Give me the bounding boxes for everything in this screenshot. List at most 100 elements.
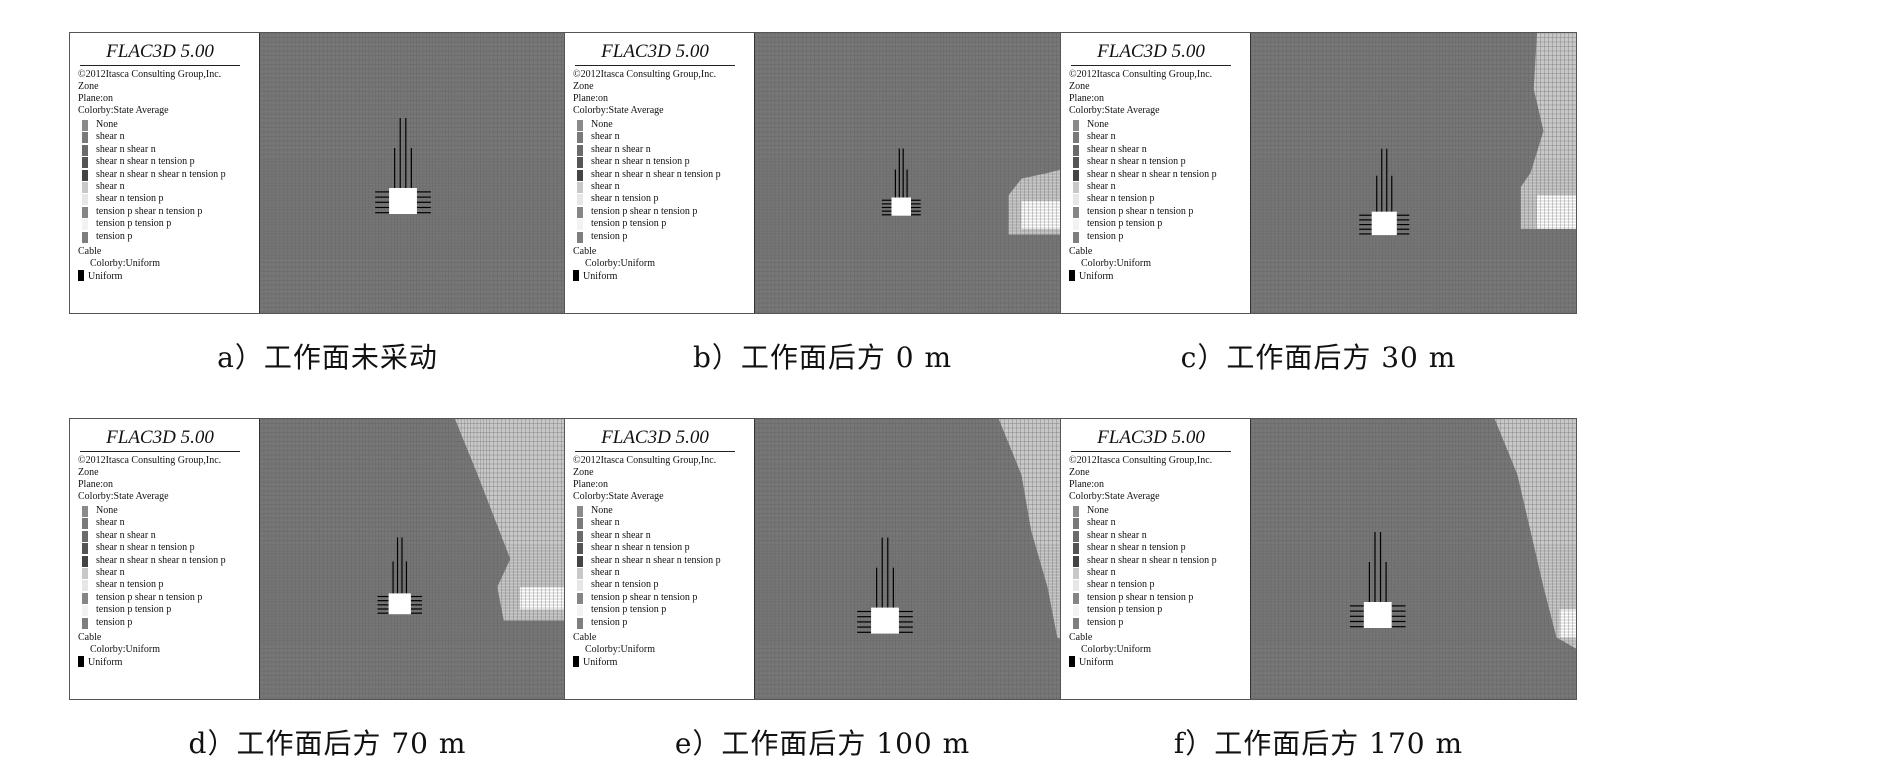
cable-bolts — [377, 537, 423, 614]
state-swatch — [1073, 120, 1079, 131]
state-swatch — [82, 120, 88, 131]
zone-plot — [754, 419, 1080, 699]
cable-swatch — [1069, 270, 1075, 282]
zone-background — [260, 33, 585, 313]
legend-state-item: None — [78, 505, 251, 517]
legend-state-item: shear n shear n — [1069, 144, 1242, 156]
legend-state-item: tension p tension p — [78, 604, 251, 617]
state-label: shear n shear n tension p — [591, 542, 690, 554]
legend-state-item: shear n shear n — [78, 144, 251, 156]
legend-state-item: shear n — [78, 131, 251, 144]
state-label: shear n shear n shear n tension p — [96, 168, 226, 180]
state-label: shear n — [591, 131, 620, 143]
state-label: None — [591, 119, 613, 130]
software-title: FLAC3D 5.00 — [1071, 41, 1231, 66]
legend-state-item: tension p tension p — [1069, 218, 1242, 231]
state-label: shear n shear n shear n tension p — [1087, 168, 1217, 180]
cable-colorby-label: Colorby:Uniform — [90, 644, 160, 656]
roadway-with-cables — [857, 537, 913, 634]
zone-grid-svg — [259, 33, 585, 313]
state-label: shear n tension p — [1087, 579, 1155, 591]
legend-state-item: shear n — [573, 567, 746, 580]
legend-state-item: tension p tension p — [573, 604, 746, 617]
simulation-panel-4: FLAC3D 5.00 ©2012Itasca Consulting Group… — [57, 386, 598, 778]
legend-state-item: shear n shear n shear n tension p — [573, 169, 746, 181]
cable-label: Cable — [573, 246, 597, 258]
state-swatch — [82, 219, 88, 231]
panel-caption: b）工作面后方 0 m — [692, 341, 953, 374]
legend-state-item: shear n shear n tension p — [1069, 542, 1242, 555]
state-label: tension p — [1087, 616, 1124, 628]
state-label: tension p tension p — [1087, 604, 1163, 616]
copyright-text: ©2012Itasca Consulting Group,Inc. — [1069, 69, 1213, 80]
state-label: shear n shear n tension p — [96, 156, 195, 168]
state-label: tension p tension p — [96, 604, 172, 616]
state-label: shear n shear n — [591, 529, 651, 541]
legend-state-item: None — [573, 119, 746, 131]
legend-state-item: tension p — [1069, 617, 1242, 629]
flac3d-plot-window: FLAC3D 5.00 ©2012Itasca Consulting Group… — [1060, 32, 1577, 314]
cable-swatch — [1069, 656, 1075, 668]
state-label: None — [1087, 505, 1109, 516]
legend-state-item: shear n shear n — [573, 144, 746, 156]
roadway-with-cables — [377, 537, 423, 615]
plane-label: Plane:on — [1069, 93, 1104, 104]
state-swatch — [577, 169, 583, 181]
state-swatch — [577, 506, 583, 517]
state-swatch — [82, 206, 88, 218]
legend-state-item: shear n shear n — [1069, 530, 1242, 542]
plane-label: Plane:on — [78, 479, 113, 490]
state-label: shear n shear n tension p — [96, 542, 195, 554]
state-label: shear n — [96, 517, 125, 529]
legend: FLAC3D 5.00 ©2012Itasca Consulting Group… — [565, 419, 755, 699]
state-label: shear n — [591, 181, 620, 193]
cable-uniform-label: Uniform — [1079, 657, 1114, 669]
cable-bolts — [1349, 532, 1406, 628]
state-swatch — [577, 580, 583, 592]
roadway-with-cables — [1359, 148, 1410, 236]
state-swatch — [82, 605, 88, 617]
legend-state-item: shear n shear n shear n tension p — [78, 169, 251, 181]
plane-label: Plane:on — [573, 93, 608, 104]
state-label: shear n shear n tension p — [1087, 542, 1186, 554]
legend-state-item: tension p shear n tension p — [78, 206, 251, 218]
flac3d-plot-window: FLAC3D 5.00 ©2012Itasca Consulting Group… — [1060, 418, 1577, 700]
state-label: tension p — [1087, 230, 1124, 242]
state-label: None — [96, 119, 118, 130]
zone-plot — [1250, 419, 1576, 699]
state-swatch — [577, 194, 583, 206]
roadway-with-cables — [1349, 532, 1406, 628]
cable-bolts — [1359, 148, 1410, 235]
colorby-label: Colorby:State Average — [78, 491, 169, 502]
legend-state-item: shear n shear n shear n tension p — [573, 555, 746, 567]
legend-state-item: shear n tension p — [573, 579, 746, 592]
flac3d-plot-window: FLAC3D 5.00 ©2012Itasca Consulting Group… — [69, 32, 586, 314]
cable-uniform-label: Uniform — [583, 271, 618, 283]
cable-uniform-entry: Uniform — [1069, 270, 1242, 283]
zone-label: Zone — [573, 81, 594, 92]
copyright-text: ©2012Itasca Consulting Group,Inc. — [78, 455, 222, 466]
legend-state-item: shear n tension p — [78, 193, 251, 206]
state-label: tension p shear n tension p — [96, 591, 203, 603]
state-label: shear n shear n — [96, 529, 156, 541]
cable-label: Cable — [573, 632, 597, 644]
zone-plot — [259, 419, 585, 699]
state-label: tension p shear n tension p — [591, 591, 698, 603]
state-swatch — [1073, 530, 1079, 542]
state-swatch — [577, 219, 583, 231]
state-label: shear n tension p — [96, 579, 164, 591]
state-swatch — [82, 506, 88, 517]
cable-label: Cable — [1069, 246, 1093, 258]
state-label: shear n tension p — [96, 193, 164, 205]
cable-colorby-label: Colorby:Uniform — [90, 258, 160, 270]
zone-mesh — [259, 33, 585, 313]
copyright-text: ©2012Itasca Consulting Group,Inc. — [1069, 455, 1213, 466]
state-swatch — [82, 132, 88, 144]
state-swatch — [1073, 605, 1079, 617]
zone-grid-svg — [754, 33, 1080, 313]
plane-label: Plane:on — [78, 93, 113, 104]
cable-swatch — [573, 270, 579, 282]
cable-colorby-label: Colorby:Uniform — [585, 258, 655, 270]
